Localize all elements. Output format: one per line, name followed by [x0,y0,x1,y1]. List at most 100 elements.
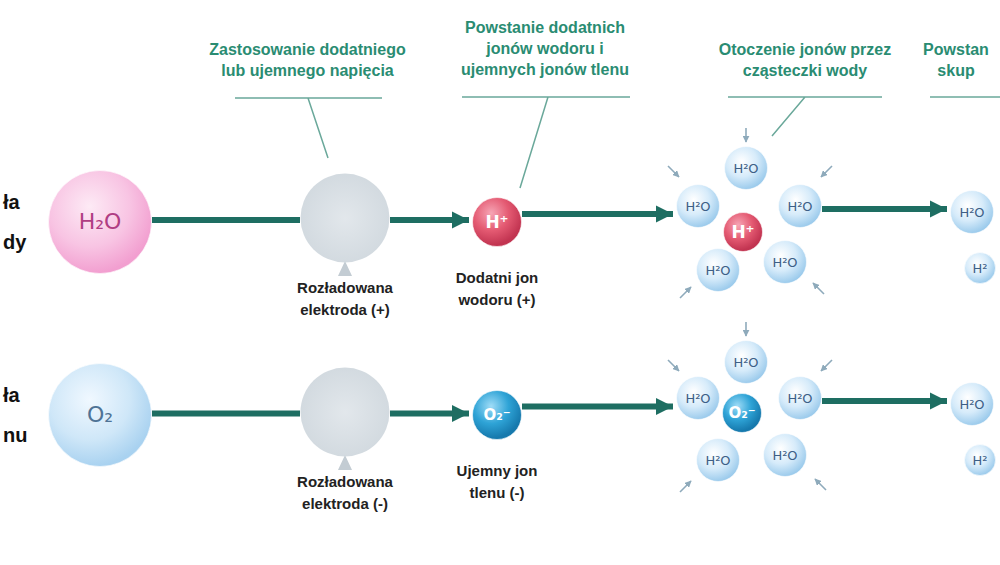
water-bubble: H² [964,252,996,284]
molecule-formula: H₂O [79,211,122,233]
molecule-formula: H²O [685,200,710,213]
water-bubble: H²O [696,438,740,482]
inflow-arrow [668,360,679,371]
electrode-stand [338,261,352,276]
circle-shape [764,241,807,284]
circle-shape [301,368,390,457]
step-header: Powstan skup [914,40,998,82]
water-bubble: H²O [763,433,807,477]
partial-side-label: ła dy [3,182,35,262]
inflow-arrows [668,128,832,492]
inflow-arrow [668,166,679,177]
hydrogen-ion: H⁺ [723,212,763,252]
circle-shape [473,198,522,247]
water-bubble: H²O [724,340,768,384]
water-bubble: H²O [778,376,822,420]
step-header: Otoczenie jonów przez cząsteczki wody [700,40,910,82]
circle-shape [723,394,762,433]
circle-shape [473,391,522,440]
circle-shape [49,171,152,274]
water-bubble: H²O [763,240,807,284]
molecule-formula: H²O [705,264,730,277]
flow-arrow [822,206,947,212]
inflow-arrow [813,283,824,294]
molecule-formula: H²O [959,206,984,219]
circle-shape [677,377,720,420]
electrode-stand [338,455,352,470]
circle-shape [779,185,822,228]
circle-shape [965,253,996,284]
molecule-formula: H² [973,262,988,275]
oxygen-ion: O₂⁻ [722,393,762,433]
step-header: Powstanie dodatnich jonów wodoru i ujemn… [450,18,640,80]
circle-shape [951,383,994,426]
inflow-arrow [745,322,747,336]
water-bubble: H²O [724,146,768,190]
partial-side-label: ła nu [3,375,35,455]
molecule-formula: H²O [685,392,710,405]
circle-shape [725,341,768,384]
circle-shape [764,434,807,477]
molecule-formula: O₂⁻ [483,408,510,423]
molecule-formula: H²O [733,356,758,369]
flow-arrow [522,211,673,217]
oxygen-ion: O₂⁻Ujemny jon tlenu (-) [472,390,522,440]
molecule-formula: O₂⁻ [728,406,755,421]
flow-arrow [822,398,947,404]
node-caption: Ujemny jon tlenu (-) [437,460,557,504]
leader-line [728,97,882,136]
water-bubble: H²O [696,248,740,292]
inflow-arrow [680,287,691,298]
circle-shape [725,147,768,190]
step-header: Zastosowanie dodatniego lub ujemnego nap… [200,40,415,82]
circle-outline [300,173,390,263]
molecule-formula: H²O [733,162,758,175]
inflow-arrow [821,166,832,177]
water-bubble: H²O [676,376,720,420]
node-caption: Rozładowana elektroda (+) [275,277,415,321]
water-bubble: H² [964,444,996,476]
molecule-formula: H²O [787,200,812,213]
circle-shape [49,364,152,467]
circle-shape [697,439,740,482]
water-bubble: H²O [950,382,994,426]
water-bubble: H²O [950,190,994,234]
water-bubble: H²O [778,184,822,228]
flow-arrow [390,411,469,417]
inflow-arrow [821,360,832,371]
oxygen-molecule: O₂ [48,363,152,467]
molecule-formula: H² [973,454,988,467]
molecule-formula: H⁺ [731,224,754,241]
flow-arrow [152,411,300,417]
water-molecule: H₂O [48,170,152,274]
flow-arrow [522,404,673,410]
electrode-circle: Rozładowana elektroda (-) [300,367,390,457]
leader-line [930,96,1000,98]
molecule-formula: H²O [705,454,730,467]
water-bubble: H²O [676,184,720,228]
circle-shape [779,377,822,420]
leader-line [462,97,630,188]
molecule-formula: O₂ [87,404,113,426]
hydrogen-ion: H⁺Dodatni jon wodoru (+) [472,197,522,247]
electrode-circle: Rozładowana elektroda (+) [300,173,390,263]
molecule-formula: H²O [959,398,984,411]
circle-shape [697,249,740,292]
molecule-formula: H²O [787,392,812,405]
circle-shape [677,185,720,228]
molecule-formula: H²O [772,449,797,462]
flow-arrow [152,217,300,223]
molecule-formula: H²O [772,256,797,269]
circle-shape [724,213,763,252]
flow-arrow [390,217,469,223]
leader-line [235,98,382,158]
circle-outline [300,367,390,457]
circle-shape [951,191,994,234]
inflow-arrow [815,479,826,490]
inflow-arrow [680,481,691,492]
circle-shape [301,174,390,263]
inflow-arrow [745,128,747,142]
circle-shape [965,445,996,476]
